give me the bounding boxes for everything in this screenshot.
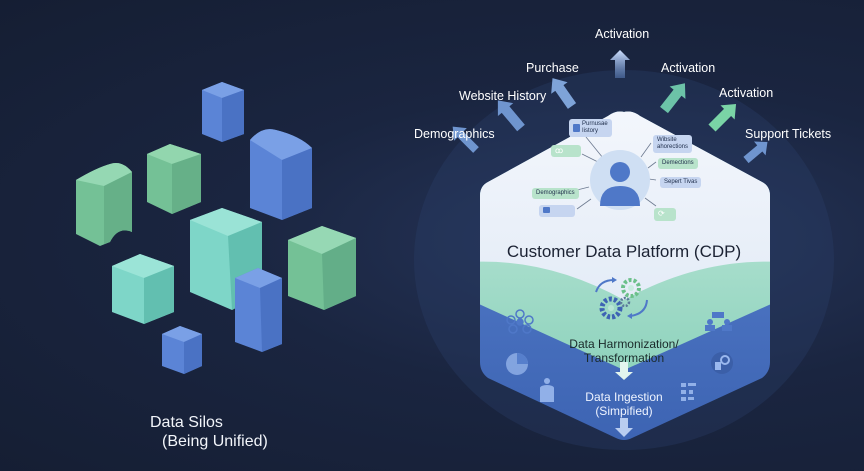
- silo-cube: [112, 254, 174, 324]
- person-silhouette-icon: [590, 150, 650, 210]
- silo-cube: [76, 163, 132, 246]
- arrow-icon: [660, 83, 686, 114]
- attribute-tag: ⟳: [654, 208, 676, 221]
- arrow-icon: [497, 100, 525, 132]
- network-nodes-icon: [506, 309, 534, 334]
- silo-cube: [250, 129, 312, 220]
- arrow-icon: [610, 50, 630, 78]
- id-card-icon: [543, 207, 550, 213]
- output-label-purchase: Purchase: [526, 61, 579, 75]
- gears-icon: [595, 277, 648, 320]
- group-icon: ꝏ: [555, 146, 564, 155]
- output-label-activation: Activation: [719, 86, 774, 100]
- attribute-tag: Sepert Tivas: [660, 177, 702, 188]
- arrow-icon: [452, 126, 479, 153]
- data-silos: [76, 82, 356, 374]
- silo-cube: [162, 326, 202, 374]
- attribute-tag: [539, 205, 575, 217]
- attribute-tag: ꝏ: [551, 145, 581, 157]
- attribute-tag: Demections: [658, 158, 698, 169]
- arrow-icon: [551, 78, 577, 109]
- pie-chart-icon: [506, 353, 528, 375]
- arrow-icon: [743, 141, 768, 164]
- workflow-icon: [681, 383, 696, 401]
- down-arrow-icon: [615, 418, 633, 437]
- attribute-tag: Demographics: [532, 188, 579, 199]
- cdp-title: Customer Data Platform (CDP): [506, 242, 742, 261]
- down-arrow-icon: [615, 362, 633, 380]
- data-silos-caption: Data Silos (Being Unified): [150, 414, 268, 450]
- arrow-icon: [708, 103, 737, 132]
- output-label-support-tickets: Support Tickets: [745, 127, 832, 141]
- output-label-activation: Activation: [595, 27, 650, 41]
- silo-cube: [288, 226, 356, 310]
- person-icon: [573, 124, 580, 132]
- harmonization-label: Data Harmonization/ Transformation: [569, 337, 679, 365]
- silo-cube: [235, 268, 282, 352]
- database-icon: [540, 378, 554, 402]
- silo-cube: [202, 82, 244, 142]
- ingestion-label: Data Ingestion (Simpified): [585, 390, 663, 418]
- silo-cube: [147, 144, 201, 214]
- output-arrows: [452, 50, 768, 164]
- key-icon: [711, 352, 733, 374]
- refresh-icon: ⟳: [658, 209, 665, 218]
- team-icon: [705, 312, 732, 331]
- output-label-activation: Activation: [661, 61, 716, 75]
- output-label-demographics: Demographics: [414, 127, 495, 141]
- output-label-website-history: Website History: [459, 89, 547, 103]
